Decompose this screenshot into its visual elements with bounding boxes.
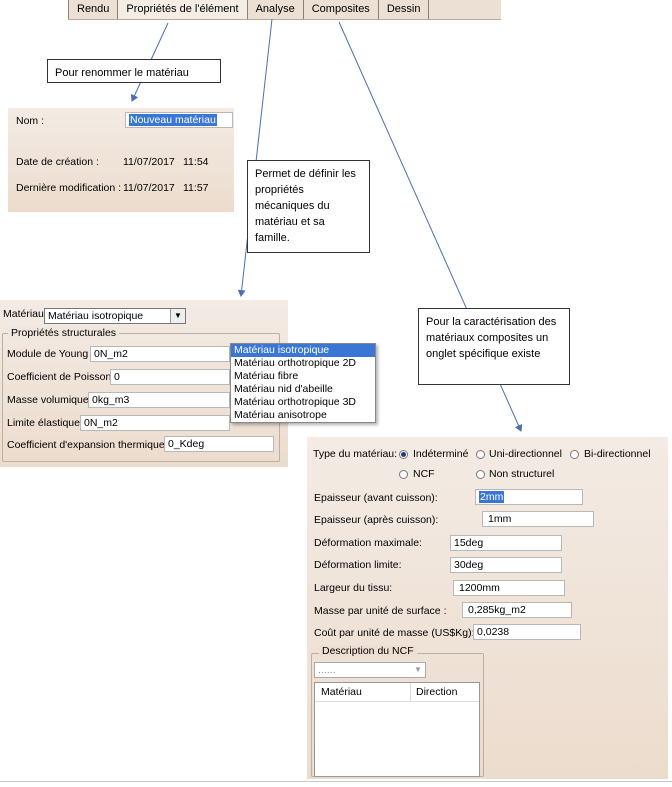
surface-mass-input[interactable]: 0,285kg_m2 (462, 602, 572, 618)
option-anisotropic[interactable]: Matériau anisotrope (234, 409, 327, 421)
name-input[interactable]: Nouveau matériau (125, 112, 233, 128)
column-header-direction[interactable]: Direction (416, 686, 458, 698)
density-input[interactable]: 0kg_m3 (88, 392, 230, 408)
max-deformation-label: Déformation maximale: (314, 537, 422, 549)
surface-mass-label: Masse par unité de surface : (314, 605, 447, 617)
ncf-select[interactable]: ...... ▼ (314, 662, 426, 678)
modified-date: 11/07/2017 (123, 182, 175, 194)
max-deformation-input[interactable]: 15deg (450, 535, 562, 551)
callout-rename: Pour renommer le matériau (47, 59, 221, 83)
created-label: Date de création : (16, 156, 99, 168)
created-date: 11/07/2017 (123, 156, 175, 168)
structural-group-title: Propriétés structurales (8, 327, 120, 339)
bottom-divider (0, 781, 672, 782)
thickness-before-label: Epaisseur (avant cuisson): (314, 492, 438, 504)
radio-unidirectionnel[interactable] (476, 450, 485, 459)
radio-indetermine[interactable] (399, 450, 408, 459)
limit-deformation-label: Déformation limite: (314, 559, 402, 571)
yield-input[interactable]: 0N_m2 (80, 415, 230, 431)
thickness-after-input[interactable]: 1mm (482, 511, 594, 527)
tab-dessin[interactable]: Dessin (379, 0, 430, 19)
material-type-dropdown: Matériau isotropique Matériau orthotropi… (230, 343, 376, 423)
tab-element-properties[interactable]: Propriétés de l'élément (118, 0, 248, 19)
column-header-material[interactable]: Matériau (321, 686, 362, 698)
poisson-label: Coefficient de Poisson (7, 371, 112, 383)
option-orthotropic-3d[interactable]: Matériau orthotropique 3D (234, 396, 356, 408)
option-honeycomb[interactable]: Matériau nid d'abeille (234, 383, 333, 395)
thermal-input[interactable]: 0_Kdeg (164, 436, 274, 452)
created-time: 11:54 (183, 156, 209, 168)
chevron-down-icon[interactable]: ▼ (170, 309, 185, 323)
radio-non-structurel-label: Non structurel (489, 468, 555, 480)
tab-composites[interactable]: Composites (304, 0, 379, 19)
cost-input[interactable]: 0,0238 (473, 624, 581, 640)
modified-time: 11:57 (183, 182, 209, 194)
tab-rendu[interactable]: Rendu (68, 0, 119, 19)
density-label: Masse volumique (7, 394, 89, 406)
option-isotropic[interactable]: Matériau isotropique (231, 344, 375, 357)
modified-label: Dernière modification : (16, 182, 122, 194)
material-type-label: Type du matériau: (313, 448, 398, 460)
callout-mechanical: Permet de définir les propriétés mécaniq… (247, 160, 370, 253)
thermal-label: Coefficient d'expansion thermique (7, 439, 165, 451)
poisson-input[interactable]: 0 (110, 369, 230, 385)
name-label: Nom : (16, 115, 45, 127)
fabric-width-label: Largeur du tissu: (314, 582, 393, 594)
young-label: Module de Young (7, 348, 89, 360)
yield-label: Limite élastique (7, 417, 80, 429)
arrow-mechanical (237, 18, 273, 297)
radio-non-structurel[interactable] (476, 470, 485, 479)
option-fiber[interactable]: Matériau fibre (234, 370, 299, 382)
material-type-select[interactable]: Matériau isotropique ▼ (44, 308, 186, 324)
thickness-before-input[interactable]: 2mm (475, 489, 583, 505)
callout-composites: Pour la caractérisation des matériaux co… (418, 308, 570, 385)
radio-bidirectionnel-label: Bi-directionnel (584, 448, 651, 460)
composite-panel: Type du matériau: Indéterminé Uni-direct… (307, 437, 668, 779)
fabric-width-input[interactable]: 1200mm (453, 580, 565, 596)
table-header: Matériau Direction (315, 683, 479, 702)
young-input[interactable]: 0N_m2 (90, 346, 230, 362)
radio-indetermine-label: Indéterminé (413, 448, 469, 460)
material-label: Matériau (3, 308, 44, 320)
radio-ncf[interactable] (399, 470, 408, 479)
cost-label: Coût par unité de masse (US$Kg): (314, 627, 475, 639)
name-panel: Nom : Nouveau matériau Date de création … (8, 108, 234, 212)
tab-analyse[interactable]: Analyse (248, 0, 304, 19)
limit-deformation-input[interactable]: 30deg (450, 557, 562, 573)
tab-strip: Rendu Propriétés de l'élément Analyse Co… (68, 0, 501, 20)
ncf-group-title: Description du NCF (319, 645, 417, 657)
radio-unidirectionnel-label: Uni-directionnel (489, 448, 562, 460)
ncf-table: Matériau Direction (314, 682, 480, 777)
option-orthotropic-2d[interactable]: Matériau orthotropique 2D (234, 357, 356, 369)
radio-ncf-label: NCF (413, 468, 435, 480)
thickness-after-label: Epaisseur (après cuisson): (314, 514, 439, 526)
radio-bidirectionnel[interactable] (570, 450, 579, 459)
chevron-down-icon[interactable]: ▼ (411, 663, 425, 677)
